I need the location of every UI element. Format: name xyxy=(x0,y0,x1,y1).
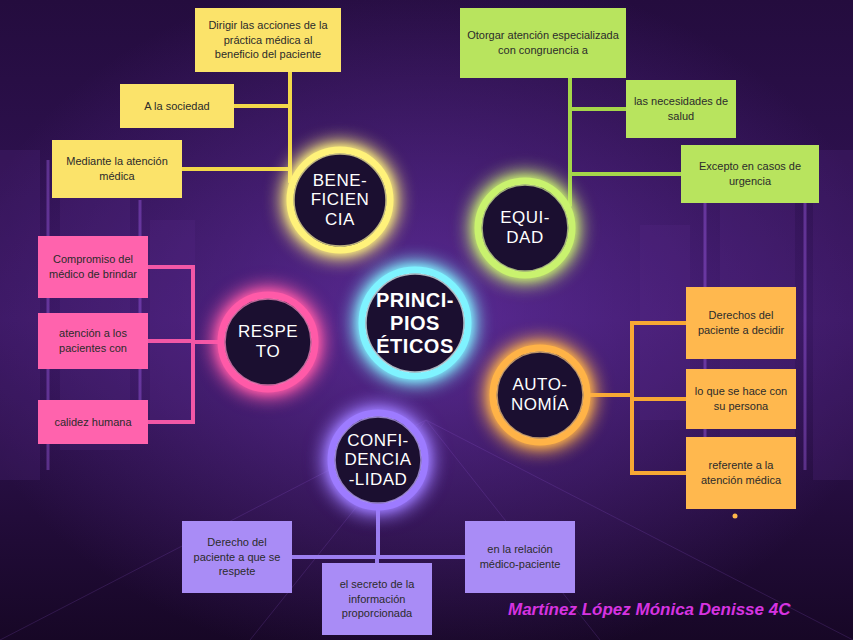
concept-title: EQUI- DAD xyxy=(489,208,561,247)
circle-ring xyxy=(362,270,468,376)
text-wrap: lo que se hace con su persona xyxy=(693,384,789,414)
text-wrap: referente a la atención médica xyxy=(693,458,789,488)
text-wrap: Dirigir las acciones de la práctica médi… xyxy=(202,18,334,63)
detail-text: A la sociedad xyxy=(127,99,227,114)
detail-box: Dirigir las acciones de la práctica médi… xyxy=(195,8,341,72)
detail-text: el secreto de la información proporciona… xyxy=(329,577,425,622)
detail-text: en la relación médico-paciente xyxy=(472,542,568,572)
concept-circle: EQUI- DAD xyxy=(473,176,577,280)
text-wrap: atención a los pacientes con xyxy=(45,326,141,356)
concept-title: AUTO- NOMÍA xyxy=(504,375,576,414)
text-wrap: AUTO- NOMÍA xyxy=(504,375,576,414)
circle-ring xyxy=(290,150,390,250)
concept-circle: BENE- FICIEN CIA xyxy=(285,145,395,255)
circle-ring xyxy=(331,413,425,507)
connector-line xyxy=(590,395,686,473)
text-wrap: BENE- FICIEN CIA xyxy=(303,171,377,230)
text-wrap: A la sociedad xyxy=(127,99,227,114)
connector-line xyxy=(182,169,290,182)
concept-circle: RESPE TO xyxy=(216,290,320,394)
connector-line xyxy=(148,267,218,342)
concept-circle: CONFI- DENCIA -LIDAD xyxy=(326,408,430,512)
text-wrap: PRINCI- PIOS ÉTICOS xyxy=(372,289,458,358)
concept-title: CONFI- DENCIA -LIDAD xyxy=(341,431,415,490)
circle-ring xyxy=(221,295,315,389)
circle-inner-ring xyxy=(366,274,464,372)
text-wrap: EQUI- DAD xyxy=(489,208,561,247)
text-wrap: las necesidades de salud xyxy=(633,94,729,124)
detail-box: Otorgar atención especializada con congr… xyxy=(460,8,626,78)
detail-box: Derechos del paciente a decidir xyxy=(686,287,796,359)
text-wrap: en la relación médico-paciente xyxy=(472,542,568,572)
detail-box: atención a los pacientes con xyxy=(38,313,148,369)
connector-line xyxy=(292,510,378,557)
text-wrap: Excepto en casos de urgencia xyxy=(688,159,812,189)
text-wrap: Derechos del paciente a decidir xyxy=(693,308,789,338)
detail-text: calidez humana xyxy=(45,415,141,430)
text-wrap: CONFI- DENCIA -LIDAD xyxy=(341,431,415,490)
connector-line xyxy=(570,109,626,206)
detail-box: el secreto de la información proporciona… xyxy=(322,563,432,635)
detail-text: Compromiso del médico de brindar xyxy=(45,252,141,282)
text-wrap: Compromiso del médico de brindar xyxy=(45,252,141,282)
detail-box: Excepto en casos de urgencia xyxy=(681,145,819,203)
circle-inner-ring xyxy=(482,185,568,271)
detail-text: atención a los pacientes con xyxy=(45,326,141,356)
connector-line xyxy=(570,174,681,206)
detail-text: referente a la atención médica xyxy=(693,458,789,488)
text-wrap: Derecho del paciente a que se respete xyxy=(189,535,285,580)
central-circle: PRINCI- PIOS ÉTICOS xyxy=(357,265,473,381)
circle-inner-ring xyxy=(294,154,386,246)
light-strips xyxy=(48,160,805,470)
concept-title: BENE- FICIEN CIA xyxy=(303,171,377,230)
connector-line xyxy=(590,323,686,395)
text-wrap: RESPE TO xyxy=(232,322,304,361)
detail-text: Mediante la atención médica xyxy=(59,154,175,184)
concept-title: RESPE TO xyxy=(232,322,304,361)
detail-box: lo que se hace con su persona xyxy=(686,369,796,429)
detail-box: Compromiso del médico de brindar xyxy=(38,236,148,298)
connector-line xyxy=(148,342,218,422)
circle-ring xyxy=(493,348,587,442)
circle-inner-ring xyxy=(225,299,311,385)
detail-box: Mediante la atención médica xyxy=(52,140,182,198)
detail-box: referente a la atención médica xyxy=(686,437,796,509)
circle-inner-ring xyxy=(335,417,421,503)
detail-box: las necesidades de salud xyxy=(626,80,736,138)
detail-box: calidez humana xyxy=(38,400,148,444)
text-wrap: calidez humana xyxy=(45,415,141,430)
circle-inner-ring xyxy=(497,352,583,438)
detail-text: lo que se hace con su persona xyxy=(693,384,789,414)
detail-box: A la sociedad xyxy=(120,84,234,128)
decor-dot xyxy=(733,514,738,519)
text-wrap: el secreto de la información proporciona… xyxy=(329,577,425,622)
concept-title: PRINCI- PIOS ÉTICOS xyxy=(372,289,458,358)
detail-text: Derecho del paciente a que se respete xyxy=(189,535,285,580)
detail-text: Otorgar atención especializada con congr… xyxy=(467,28,619,58)
text-wrap: Otorgar atención especializada con congr… xyxy=(467,28,619,58)
detail-text: las necesidades de salud xyxy=(633,94,729,124)
concept-circle: AUTO- NOMÍA xyxy=(488,343,592,447)
detail-text: Derechos del paciente a decidir xyxy=(693,308,789,338)
text-wrap: Mediante la atención médica xyxy=(59,154,175,184)
detail-text: Dirigir las acciones de la práctica médi… xyxy=(202,18,334,63)
detail-box: en la relación médico-paciente xyxy=(465,521,575,593)
detail-box: Derecho del paciente a que se respete xyxy=(182,521,292,593)
circle-ring xyxy=(478,181,572,275)
detail-text: Excepto en casos de urgencia xyxy=(688,159,812,189)
author-credit: Martínez López Mónica Denisse 4C xyxy=(508,600,790,620)
connector-line xyxy=(378,510,465,557)
